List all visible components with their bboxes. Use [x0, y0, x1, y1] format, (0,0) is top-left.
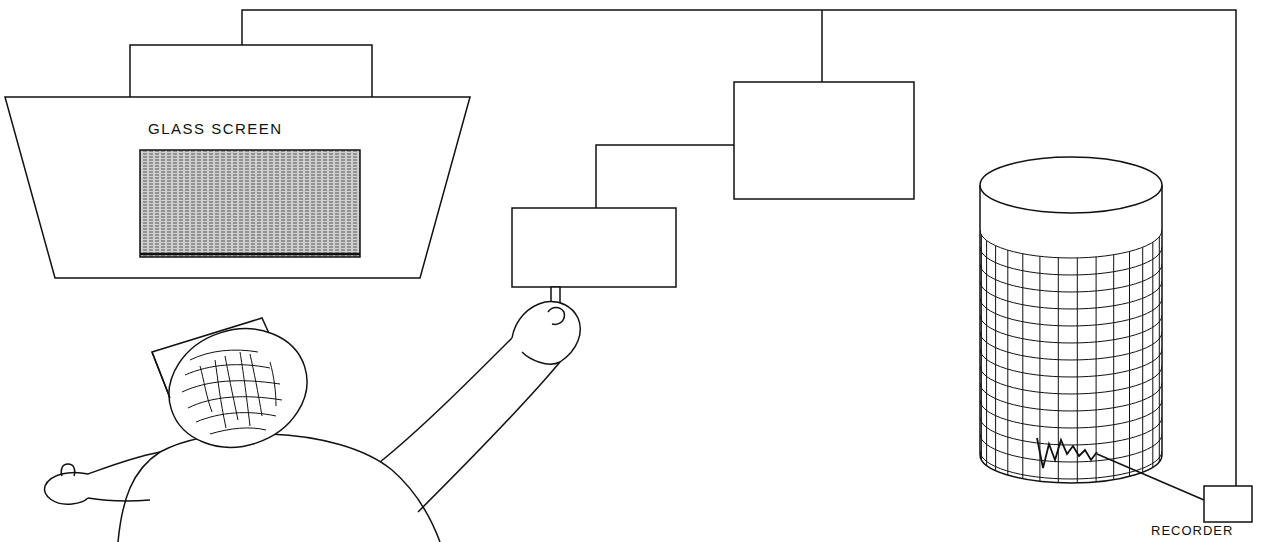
screen-panel: [5, 97, 470, 278]
node-label: GLASS SCREEN: [148, 120, 283, 137]
wire: [1235, 150, 1237, 486]
node-outline: [5, 45, 472, 280]
recorder: RECORDER: [975, 150, 1256, 540]
glass-screen: [140, 150, 360, 257]
control-box: [734, 82, 914, 199]
recorder-drum: [980, 185, 1162, 483]
pen-driver: [1204, 486, 1252, 522]
left-fist: [45, 473, 88, 505]
right-arm: [380, 338, 512, 462]
pen-arm: [1097, 454, 1204, 500]
drum-top: [980, 157, 1162, 213]
head-frame: [152, 352, 170, 398]
hair: [182, 350, 282, 434]
glass-screen-panel: GLASS SCREEN: [5, 45, 472, 280]
screen-edge: [140, 253, 360, 256]
response-box: [512, 208, 676, 287]
node-outline: [975, 150, 1256, 540]
pen-trace: [1037, 438, 1097, 468]
right-arm: [418, 362, 560, 512]
screen-housing: [130, 45, 372, 97]
left-arm: [88, 452, 160, 474]
chart-grid: [980, 230, 1162, 496]
finger: [548, 308, 564, 325]
node-label: RECORDER: [1151, 524, 1233, 539]
head: [154, 311, 323, 465]
torso: [118, 434, 440, 542]
left-arm: [88, 498, 150, 501]
right-hand: [512, 302, 580, 364]
wire: [596, 145, 734, 208]
thumb: [61, 464, 75, 476]
wire: [821, 10, 823, 82]
